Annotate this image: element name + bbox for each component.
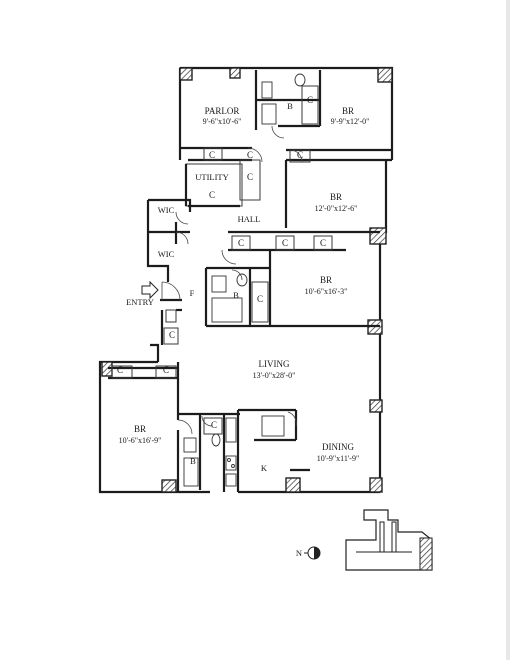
closet-label: C xyxy=(247,172,253,182)
room-dim-br4: 10'-6"x16'-9" xyxy=(119,436,162,445)
label-entry: ENTRY xyxy=(126,297,154,307)
room-dim-living: 13'-0"x28'-0" xyxy=(253,371,296,380)
label-hall: HALL xyxy=(238,214,261,224)
room-dim-br2: 12'-0"x12'-6" xyxy=(315,204,358,213)
label-wic-1: WIC xyxy=(158,205,175,215)
room-labels: PARLOR 9'-6"x10'-6" BR 9'-9"x12'-0" BR 1… xyxy=(119,101,370,473)
room-name-br4: BR xyxy=(134,424,146,434)
closet-label: C xyxy=(257,294,263,304)
label-foyer: F xyxy=(190,288,195,298)
closet-label: C xyxy=(117,365,123,375)
room-name-br2: BR xyxy=(330,192,342,202)
exterior-walls xyxy=(98,66,394,494)
room-name-br3: BR xyxy=(320,275,332,285)
room-dim-parlor: 9'-6"x10'-6" xyxy=(203,117,242,126)
label-kitchen: K xyxy=(261,463,268,473)
closet-label: C xyxy=(238,238,244,248)
closet-label: C xyxy=(282,238,288,248)
room-dim-br3: 10'-6"x16'-3" xyxy=(305,287,348,296)
closet-label: C xyxy=(163,365,169,375)
closet-label: C xyxy=(320,238,326,248)
room-dim-dining: 10'-9"x11'-9" xyxy=(317,454,359,463)
key-plan xyxy=(345,509,433,571)
closet-outlines xyxy=(111,85,333,435)
entry-arrow-icon xyxy=(141,280,159,300)
room-name-parlor: PARLOR xyxy=(205,106,240,116)
closet-label: C xyxy=(209,150,215,160)
bath-fixtures xyxy=(183,73,306,487)
north-arrow-icon: N xyxy=(296,546,321,560)
room-dim-br1: 9'-9"x12'-0" xyxy=(331,117,370,126)
door-swings xyxy=(161,125,303,435)
page-edge xyxy=(506,0,510,660)
closet-label: C xyxy=(209,190,215,200)
room-name-dining: DINING xyxy=(322,442,354,452)
label-wic-2: WIC xyxy=(158,249,175,259)
label-bath-1: B xyxy=(287,101,293,111)
north-label: N xyxy=(296,548,302,558)
closet-label: C xyxy=(297,150,303,160)
closet-label: C xyxy=(307,95,313,105)
room-name-living: LIVING xyxy=(259,359,290,369)
label-utility: UTILITY xyxy=(195,172,229,182)
closet-labels: C C C C C C C C C C C C C C xyxy=(117,95,326,430)
closet-label: C xyxy=(211,420,217,430)
interior-walls xyxy=(108,70,392,492)
room-name-br1: BR xyxy=(342,106,354,116)
closet-label: C xyxy=(247,150,253,160)
label-bath-3: B xyxy=(190,456,196,466)
closet-label: C xyxy=(169,330,175,340)
label-bath-2: B xyxy=(233,290,239,300)
